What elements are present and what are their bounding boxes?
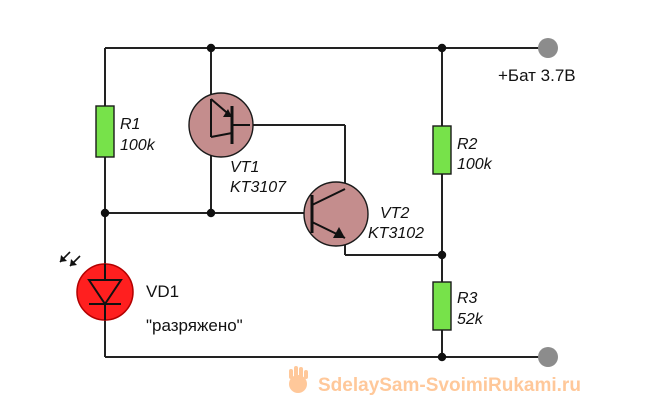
- junction-dot: [437, 250, 447, 260]
- vd1-caption: "разряжено": [146, 316, 243, 335]
- r1-value: 100k: [120, 137, 156, 154]
- junction-dot: [100, 208, 110, 218]
- transistor-vt1: [188, 92, 254, 158]
- vt2-part: KT3102: [368, 225, 424, 242]
- vt1-ref: VT1: [230, 159, 259, 176]
- led-vd1: [76, 263, 134, 321]
- hand-logo-icon: [289, 366, 308, 393]
- r2-value: 100k: [457, 156, 493, 173]
- junction-dot: [437, 352, 447, 362]
- junction-dots: [100, 43, 447, 362]
- r3-value: 52k: [457, 311, 484, 328]
- battery-negative-terminal: [538, 347, 558, 367]
- battery-label: +Бат 3.7В: [498, 66, 576, 85]
- vt2-ref: VT2: [380, 205, 409, 222]
- emitter-arrow-icon: [333, 227, 345, 238]
- resistor-r3: [432, 281, 452, 331]
- junction-dot: [206, 208, 216, 218]
- transistor-vt2: [303, 181, 369, 247]
- vt1-part: KT3107: [230, 179, 287, 196]
- r1-ref: R1: [120, 116, 140, 133]
- resistor-r2: [432, 125, 452, 175]
- emitter-arrow-icon: [223, 109, 232, 117]
- watermark: SdelaySam-SvoimiRukami.ru: [289, 366, 581, 396]
- resistor-r1: [95, 105, 115, 158]
- junction-dot: [437, 43, 447, 53]
- r3-ref: R3: [457, 290, 478, 307]
- watermark-text: SdelaySam-SvoimiRukami.ru: [318, 375, 581, 396]
- light-rays-icon: [59, 251, 81, 267]
- r2-ref: R2: [457, 136, 478, 153]
- junction-dot: [206, 43, 216, 53]
- battery-positive-terminal: [538, 38, 558, 58]
- vd1-ref: VD1: [146, 282, 179, 301]
